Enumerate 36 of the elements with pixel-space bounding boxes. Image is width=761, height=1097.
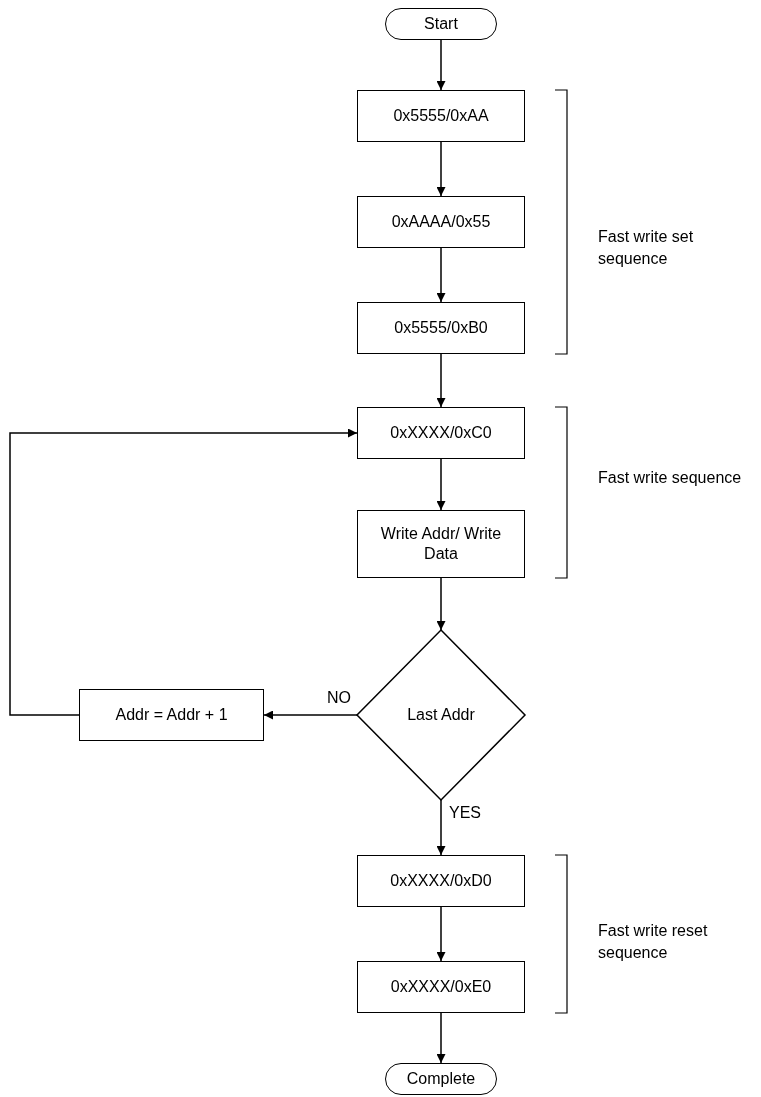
node-label: 0xAAAA/0x55 xyxy=(391,212,491,232)
arrow xyxy=(436,247,446,303)
process-box xyxy=(357,407,525,459)
node-label: 0xXXXX/0xD0 xyxy=(390,871,492,891)
node-label: 0x5555/0xAA xyxy=(393,106,489,126)
process-box xyxy=(357,961,525,1013)
node-label: 0xXXXX/0xE0 xyxy=(390,977,492,997)
terminal-shape xyxy=(385,1063,497,1095)
bracket-note: Fast write reset sequence xyxy=(598,921,709,963)
node-label: 0x5555/0xB0 xyxy=(394,318,488,338)
bracket-note: Fast write set sequence xyxy=(598,227,695,269)
arrow xyxy=(436,458,446,511)
arrow xyxy=(436,577,446,631)
node-label: Last Addr xyxy=(407,705,475,725)
arrow xyxy=(263,710,358,720)
arrow xyxy=(436,906,446,962)
decision-diamond xyxy=(357,630,525,800)
node-label: Addr = Addr + 1 xyxy=(115,705,228,725)
arrow xyxy=(436,39,446,91)
node-label: Start xyxy=(424,14,458,34)
process-box xyxy=(357,855,525,907)
process-box xyxy=(357,196,525,248)
node-label: Complete xyxy=(406,1069,476,1089)
terminal-shape xyxy=(385,8,497,40)
arrow xyxy=(436,799,446,856)
arrow xyxy=(436,353,446,408)
bracket-note: Fast write sequence xyxy=(598,468,743,488)
node-label: Write Addr/ Write Data xyxy=(379,524,503,564)
arrow xyxy=(436,141,446,197)
arrow xyxy=(436,1012,446,1064)
process-box xyxy=(357,90,525,142)
node-label: 0xXXXX/0xC0 xyxy=(390,423,492,443)
process-box xyxy=(357,302,525,354)
process-box xyxy=(357,510,525,578)
process-box xyxy=(79,689,264,741)
arrow xyxy=(9,428,358,716)
